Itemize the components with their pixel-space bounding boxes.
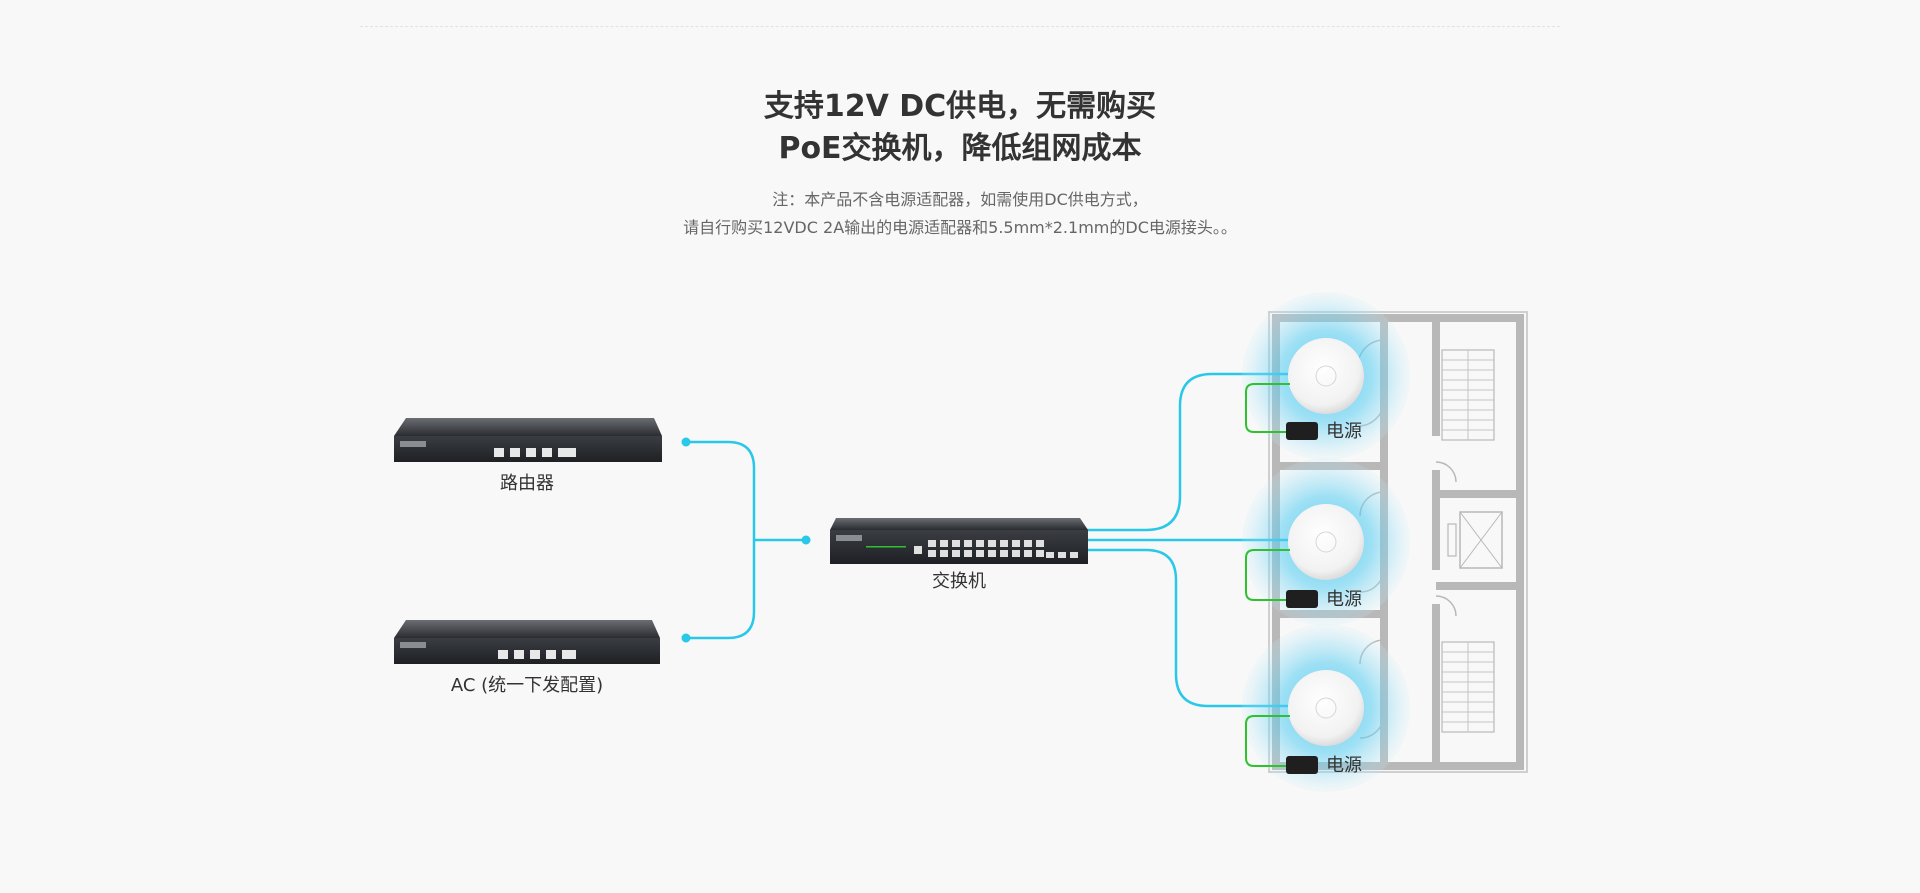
cable-connector-dots <box>681 437 811 643</box>
switch-label: 交换机 <box>932 571 986 592</box>
access-point-3 <box>1242 624 1410 792</box>
ap-3-power-label: 电源 <box>1326 755 1362 776</box>
headline-line-1: 支持12V DC供电，无需购买 <box>763 89 1157 124</box>
switch-device <box>830 518 1088 564</box>
ac-label: AC (统一下发配置) <box>450 675 604 696</box>
access-point-1 <box>1242 292 1410 460</box>
headline-line-2: PoE交换机，降低组网成本 <box>778 131 1142 166</box>
top-divider <box>360 26 1560 27</box>
ac-device <box>394 620 660 664</box>
note-line-2: 请自行购买12VDC 2A输出的电源适配器和5.5mm*2.1mm的DC电源接头… <box>683 218 1237 237</box>
power-cables <box>1245 383 1290 767</box>
note-line-1: 注：本产品不含电源适配器，如需使用DC供电方式， <box>772 190 1148 209</box>
access-point-2 <box>1242 458 1410 626</box>
router-label: 路由器 <box>500 473 554 494</box>
ap-1-power-label: 电源 <box>1326 421 1362 442</box>
ap-2-power-label: 电源 <box>1326 589 1362 610</box>
router-device <box>394 418 662 462</box>
power-adapters <box>1286 422 1318 774</box>
